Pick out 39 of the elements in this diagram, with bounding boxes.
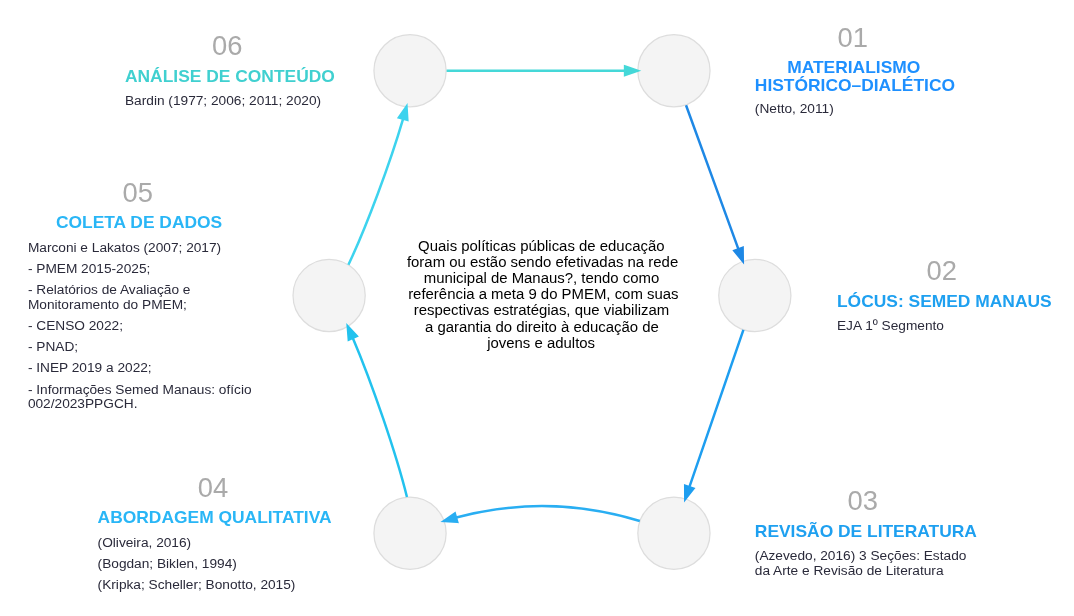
node-label: Marconi e Lakatos (2007; 2017): [27, 239, 222, 255]
node-label: (Oliveira, 2016): [97, 534, 192, 550]
arrow: [684, 104, 745, 265]
arrow: [347, 102, 409, 265]
node-label: 02: [926, 254, 958, 286]
node-label: EJA 1º Segmento: [836, 317, 944, 333]
node-label: 01: [837, 21, 869, 53]
node-label: - PMEM 2015-2025;: [27, 260, 151, 276]
node-label: ABORDAGEM QUALITATIVA: [97, 506, 332, 527]
node-label: ANÁLISE DE CONTEÚDO: [124, 65, 335, 86]
node-label: - INEP 2019 a 2022;: [27, 359, 152, 375]
node-label: (Netto, 2011): [754, 100, 834, 116]
arrow: [440, 504, 641, 523]
node-label: (Bogdan; Biklen, 1994): [97, 555, 237, 571]
node-circle: [637, 33, 711, 107]
node-circle: [292, 258, 366, 332]
node-label: (Kripka; Scheller; Bonotto, 2015): [97, 576, 296, 592]
node-label: REVISÃO DE LITERATURA: [754, 520, 977, 541]
node-label: COLETA DE DADOS: [55, 211, 223, 232]
node-label: - PNAD;: [27, 338, 79, 354]
label: Quais políticas públicas de educação foram ou estão sendo efetivadas na rede municipal de Manaus?, tendo como referência a meta 9 do PMEM, com suas respectivas estratégias, que viabilizam a garantia do direito à educação de jovens e adultos: [406, 236, 679, 351]
node-circle: [373, 495, 447, 570]
node-label: - CENSO 2022;: [27, 317, 123, 333]
node-label: 06: [212, 29, 243, 61]
node-label: 05: [122, 176, 153, 208]
node-label: Bardin (1977; 2006; 2011; 2020): [124, 92, 322, 108]
node-label: - Informações Semed Manaus: ofício 002/2023PPGCH.: [27, 381, 252, 411]
node-circle: [637, 495, 711, 570]
node-label: MATERIALISMO HISTÓRICO–DIALÉTICO: [754, 56, 956, 95]
node-label: (Azevedo, 2016) 3 Seções: Estado da Arte e Revisão de Literatura: [754, 547, 967, 578]
node-circle: [718, 258, 792, 332]
node-circle: [373, 33, 447, 107]
node-label: 03: [847, 484, 879, 516]
arrow: [683, 329, 745, 502]
node-label: - Relatórios de Avaliação e Monitoramento do PMEM;: [27, 281, 191, 312]
node-label: 04: [197, 471, 229, 503]
node-label: LÓCUS: SEMED MANAUS: [836, 290, 1052, 311]
arrow: [446, 64, 642, 77]
arrow: [346, 322, 409, 497]
